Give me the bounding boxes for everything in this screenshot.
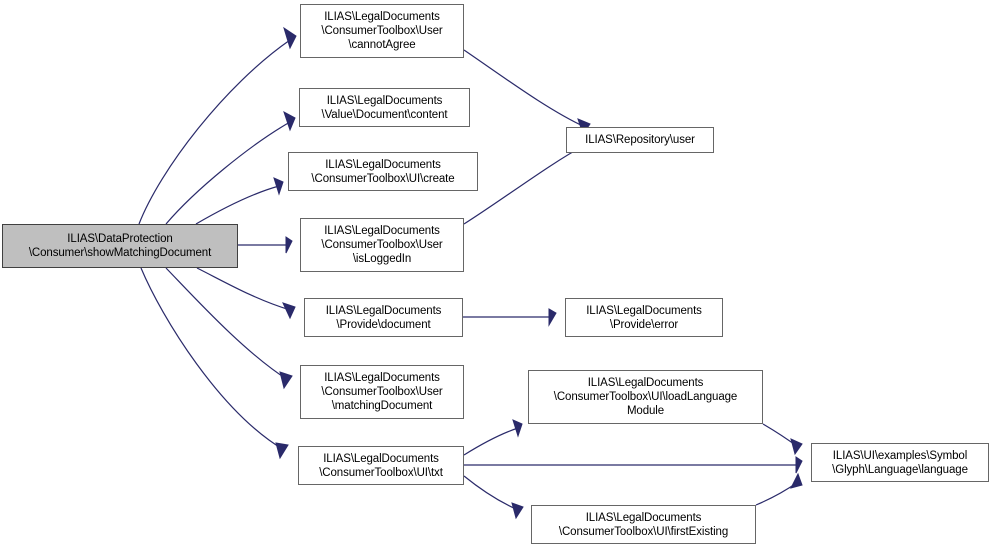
edge-loadLanguageModule-to-language <box>762 423 803 456</box>
arrowhead <box>511 502 524 520</box>
arrowhead <box>795 456 803 474</box>
node-label-loadLanguageModule: ILIAS\LegalDocuments \ConsumerToolbox\UI… <box>553 377 738 417</box>
arrowhead <box>275 442 289 460</box>
node-label-matchingDocument: ILIAS\LegalDocuments \ConsumerToolbox\Us… <box>321 372 443 412</box>
arrowhead <box>548 308 557 327</box>
node-cannotAgree[interactable]: ILIAS\LegalDocuments \ConsumerToolbox\Us… <box>300 4 464 58</box>
edge-root-to-provideDocument <box>196 267 296 320</box>
node-content[interactable]: ILIAS\LegalDocuments \Value\Document\con… <box>299 88 470 127</box>
node-label-firstExisting: ILIAS\LegalDocuments \ConsumerToolbox\UI… <box>558 511 729 538</box>
edge-root-to-isLoggedIn <box>238 236 293 254</box>
node-label-provideError: ILIAS\LegalDocuments \Provide\error <box>586 304 702 331</box>
node-txt[interactable]: ILIAS\LegalDocuments \ConsumerToolbox\UI… <box>298 446 464 485</box>
arrowhead <box>512 419 523 438</box>
node-label-provideDocument: ILIAS\LegalDocuments \Provide\document <box>325 304 442 331</box>
edge-txt-to-language <box>464 456 803 474</box>
node-label-content: ILIAS\LegalDocuments \Value\Document\con… <box>321 94 448 121</box>
node-root[interactable]: ILIAS\DataProtection \Consumer\showMatch… <box>2 224 238 268</box>
node-label-isLoggedIn: ILIAS\LegalDocuments \ConsumerToolbox\Us… <box>321 225 443 265</box>
arrowhead <box>790 438 803 456</box>
node-create[interactable]: ILIAS\LegalDocuments \ConsumerToolbox\UI… <box>288 152 478 191</box>
node-language[interactable]: ILIAS\UI\examples\Symbol \Glyph\Language… <box>811 443 989 482</box>
edge-cannotAgree-to-repositoryUser <box>463 49 591 136</box>
edge-root-to-content <box>165 110 296 225</box>
edge-root-to-create <box>195 177 284 225</box>
edge-txt-to-loadLanguageModule <box>463 419 523 456</box>
arrowhead <box>283 110 296 132</box>
node-label-language: ILIAS\UI\examples\Symbol \Glyph\Language… <box>832 449 968 476</box>
arrowhead <box>282 302 296 320</box>
node-label-root: ILIAS\DataProtection \Consumer\showMatch… <box>28 233 212 259</box>
edge-root-to-matchingDocument <box>165 267 293 390</box>
edge-firstExisting-to-language <box>755 472 803 506</box>
node-label-cannotAgree: ILIAS\LegalDocuments \ConsumerToolbox\Us… <box>321 11 443 51</box>
node-loadLanguageModule[interactable]: ILIAS\LegalDocuments \ConsumerToolbox\UI… <box>528 370 763 424</box>
node-provideDocument[interactable]: ILIAS\LegalDocuments \Provide\document <box>304 298 463 337</box>
node-isLoggedIn[interactable]: ILIAS\LegalDocuments \ConsumerToolbox\Us… <box>300 218 464 272</box>
node-firstExisting[interactable]: ILIAS\LegalDocuments \ConsumerToolbox\UI… <box>531 505 756 544</box>
edge-root-to-txt <box>140 267 289 460</box>
arrowhead <box>279 371 293 390</box>
edge-txt-to-firstExisting <box>463 475 524 520</box>
edge-root-to-cannotAgree <box>138 26 297 225</box>
node-label-create: ILIAS\LegalDocuments \ConsumerToolbox\UI… <box>311 158 455 185</box>
arrowhead <box>273 177 284 196</box>
edge-provideDocument-to-provideError <box>463 308 557 327</box>
arrowhead <box>283 26 297 50</box>
node-matchingDocument[interactable]: ILIAS\LegalDocuments \ConsumerToolbox\Us… <box>300 365 464 419</box>
node-label-repositoryUser: ILIAS\Repository\user <box>585 134 695 146</box>
node-repositoryUser[interactable]: ILIAS\Repository\user <box>566 127 714 153</box>
node-provideError[interactable]: ILIAS\LegalDocuments \Provide\error <box>565 298 723 337</box>
arrowhead <box>285 236 293 254</box>
arrowhead <box>790 472 803 489</box>
node-label-txt: ILIAS\LegalDocuments \ConsumerToolbox\UI… <box>319 452 443 479</box>
